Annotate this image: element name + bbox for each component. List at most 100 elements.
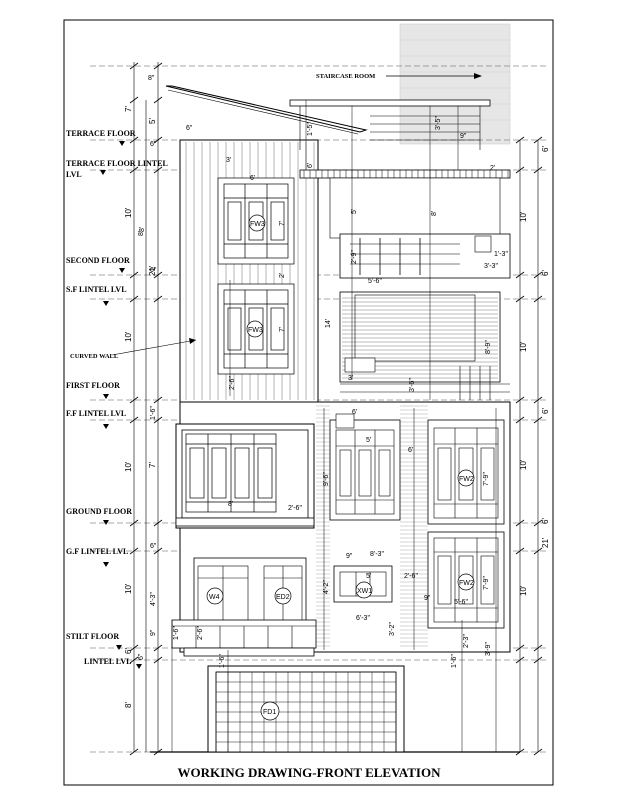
- level-gf-lintel: G.F LINTEL LVL: [66, 547, 128, 556]
- dim-left-d10: 8': [124, 702, 133, 708]
- dim-a38: 9": [346, 553, 353, 560]
- dim-a41: 6": [186, 125, 193, 132]
- level-terrace-lintel-lvl: LVL: [66, 170, 82, 179]
- dim-a45: 8': [228, 501, 233, 508]
- tag-ed2: ED2: [276, 594, 290, 601]
- level-lintel: LINTEL LVL: [84, 657, 132, 666]
- dim-left-s3: 6": [150, 267, 157, 274]
- fw3-upper-window: [217, 177, 295, 265]
- level-first: FIRST FLOOR: [66, 381, 120, 390]
- dim-left-s7: 4'-3": [150, 592, 157, 606]
- dim-left-s6: 6": [150, 543, 157, 550]
- dim-a7: 2'-6": [229, 376, 236, 390]
- tag-fw3-lower: FW3: [248, 327, 263, 334]
- drawing-title: WORKING DRAWING-FRONT ELEVATION: [178, 765, 442, 780]
- dim-left-d4: 21': [148, 265, 157, 276]
- dim-left-s8: 9": [150, 629, 157, 636]
- dim-a15: 5': [366, 437, 371, 444]
- dim-a12: 5'-6": [368, 278, 382, 285]
- dim-right-r8: 6': [541, 518, 550, 524]
- level-ground: GROUND FLOOR: [66, 507, 132, 516]
- level-stilt: STILT FLOOR: [66, 632, 119, 641]
- dim-a23: 4'-2": [323, 580, 330, 594]
- dim-a14: 3'-6": [409, 378, 416, 392]
- dim-a42: 1'-5": [307, 122, 314, 136]
- dim-a9: 5': [351, 209, 358, 214]
- staircase-room-note: STAIRCASE ROOM: [316, 73, 375, 80]
- dim-left-d2: 5': [148, 118, 157, 124]
- dim-a13: 6': [352, 409, 357, 416]
- dim-right-r5: 6': [541, 408, 550, 414]
- dim-left-s1: 8": [148, 75, 155, 82]
- dim-left-d7: 7': [148, 462, 157, 468]
- level-sf-lintel: S.F LINTEL LVL: [66, 285, 127, 294]
- gf-center-window: [329, 419, 401, 521]
- tag-fd1: FD1: [263, 709, 276, 716]
- right-dimension-chain: [519, 140, 539, 752]
- dim-a22: 6'-3": [356, 615, 370, 622]
- dim-a25: 1'-6": [451, 654, 458, 668]
- dim-left-s5: 1'-6": [150, 406, 157, 420]
- terrace-railing: [299, 106, 481, 150]
- dim-a39: 2'-6": [197, 626, 204, 640]
- tag-xw1: XW1: [357, 588, 372, 595]
- dim-left-d9: 6': [124, 648, 133, 654]
- curved-wall-leader: [111, 339, 197, 356]
- terrace-parapet: [289, 99, 491, 107]
- dim-left-d6: 10': [124, 461, 133, 472]
- tag-fw3-upper: FW3: [250, 221, 265, 228]
- dim-a5: 2': [279, 273, 286, 278]
- dim-a4: 7': [279, 221, 286, 226]
- dim-a3: 8': [139, 227, 146, 232]
- dim-a19: 7'-9": [483, 472, 490, 486]
- dim-left-d8: 10': [124, 583, 133, 594]
- right-block-upper: [329, 177, 501, 239]
- dim-a31: 3'-5": [435, 116, 442, 130]
- tag-w4: W4: [209, 594, 220, 601]
- dim-a28: 5'-6": [454, 599, 468, 606]
- sheet-border: [63, 19, 554, 786]
- tag-fw2-upper: FW2: [459, 476, 474, 483]
- dim-left-s9: 1'-6": [219, 654, 226, 668]
- dim-left-d5: 10': [124, 331, 133, 342]
- dim-right-r6: 10': [519, 459, 528, 470]
- dim-right-r3: 6': [541, 270, 550, 276]
- dim-left-s2: 6": [150, 141, 157, 148]
- level-terrace-lintel: TERRACE FLOOR LINTEL: [66, 159, 168, 168]
- dim-left-s4: 8': [138, 231, 145, 236]
- dim-a35: 9": [460, 133, 467, 140]
- dim-a1: 6': [250, 175, 255, 182]
- dim-a11: 8': [431, 211, 438, 216]
- dim-a33: 3'-3": [484, 263, 498, 270]
- dim-a34: 1'-3": [494, 251, 508, 258]
- dim-right-r9: 10': [519, 585, 528, 596]
- dim-a43: 3': [348, 375, 353, 382]
- dim-a8: 6': [307, 163, 314, 168]
- dim-a32: 2': [490, 165, 495, 172]
- dim-a20: 8'-3": [370, 551, 384, 558]
- dim-a40: 1'-6": [173, 626, 180, 640]
- left-dimension-chain: [133, 62, 159, 752]
- level-ff-lintel: F.F LINTEL LVL: [66, 409, 126, 418]
- dim-right-r1: 6': [541, 146, 550, 152]
- dim-a24: 3'-2": [389, 622, 396, 636]
- dim-left-d3: 10': [124, 207, 133, 218]
- dim-a2: 3': [226, 157, 231, 164]
- dim-a26: 2'-3": [463, 634, 470, 648]
- dim-right-r2: 10': [519, 211, 528, 222]
- dim-a21: 5': [366, 573, 371, 580]
- dim-left-d1: 7': [124, 106, 133, 112]
- sloped-roof: [165, 85, 368, 133]
- dim-a10: 14': [325, 319, 332, 328]
- dim-a30: 2'-6": [404, 573, 418, 580]
- dim-a27: 3'-9": [485, 642, 492, 656]
- gf-big-window: [185, 433, 277, 513]
- dim-a18: 2'-6": [288, 505, 302, 512]
- level-second: SECOND FLOOR: [66, 256, 130, 265]
- level-terrace: TERRACE FLOOR: [66, 129, 136, 138]
- tag-fw2-lower: FW2: [459, 580, 474, 587]
- dim-a16: 6': [408, 447, 413, 454]
- terrace-lintel-band: [299, 169, 511, 179]
- dim-a17: 9'-6": [323, 472, 330, 486]
